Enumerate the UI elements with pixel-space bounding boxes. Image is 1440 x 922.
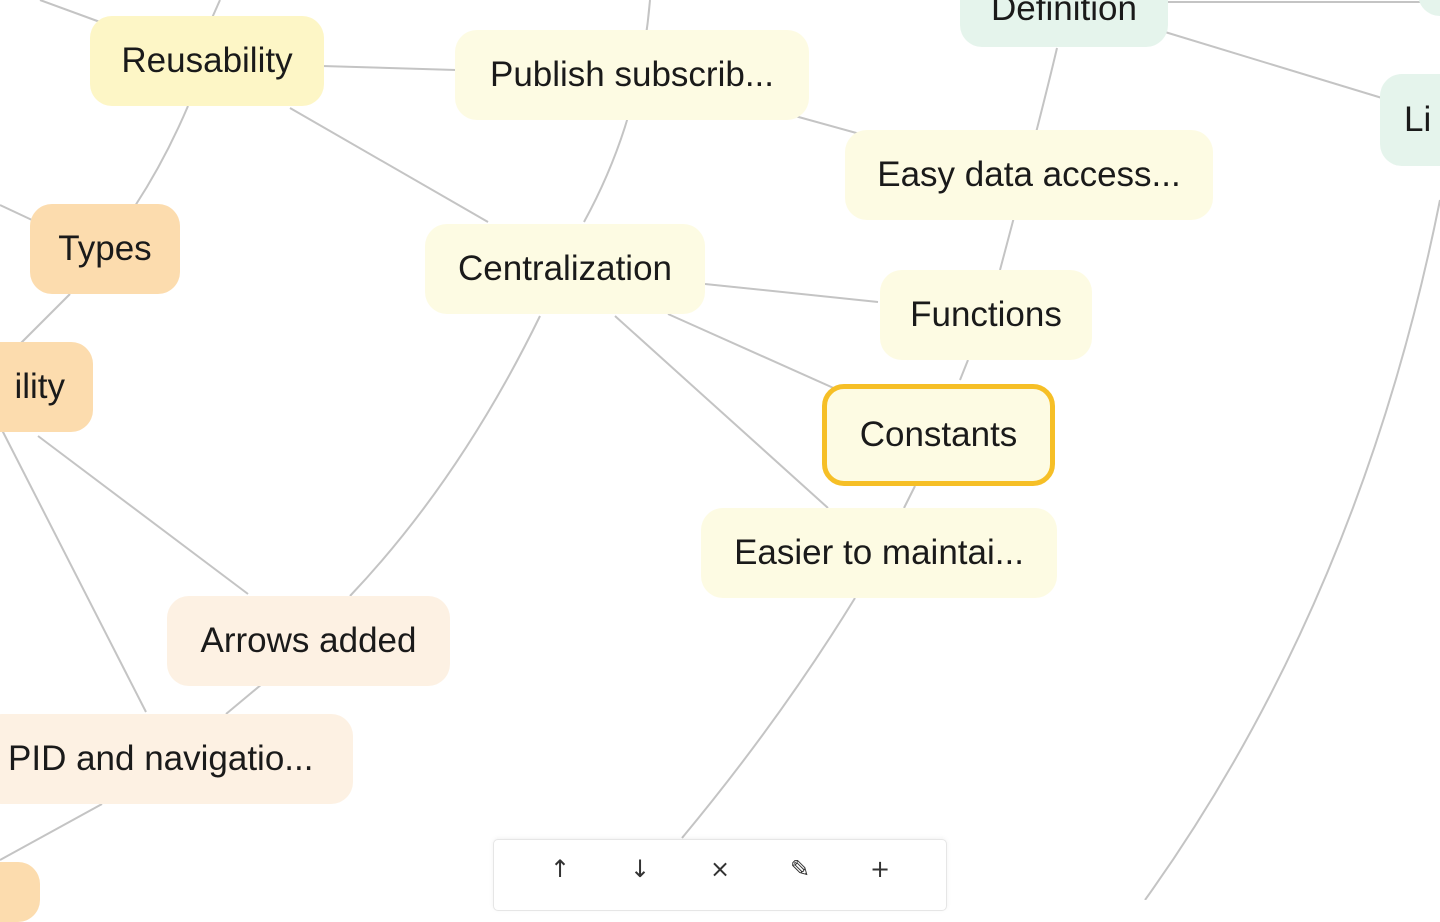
node-toolbar: ↑ ↓ × ✎ +: [494, 840, 946, 910]
node-label: Publish subscrib...: [489, 55, 775, 94]
node-label: Easy data access...: [877, 155, 1181, 194]
connector-line: [19, 293, 71, 345]
node-constants-selected[interactable]: Constants: [822, 384, 1055, 486]
node-li-partial[interactable]: Li: [1380, 74, 1440, 166]
node-ility-partial[interactable]: ility: [0, 342, 93, 432]
connector-line: [1144, 199, 1440, 900]
node-label: Functions: [910, 295, 1062, 334]
node-easy-data-access[interactable]: Easy data access...: [845, 130, 1213, 220]
node-definition[interactable]: Definition: [960, 0, 1168, 47]
node-label: Reusability: [121, 41, 293, 80]
connector-line: [349, 315, 541, 597]
move-up-button[interactable]: ↑: [520, 840, 600, 898]
connector-line: [0, 803, 103, 861]
node-publish-subscribe[interactable]: Publish subscrib...: [455, 30, 809, 120]
node-offscreen-partial[interactable]: [0, 862, 40, 922]
node-label: Types: [58, 229, 152, 268]
connector-line: [225, 683, 263, 715]
add-node-button[interactable]: +: [840, 840, 920, 898]
connector-line: [1164, 31, 1383, 99]
arrow-up-icon: ↑: [549, 855, 571, 883]
close-icon: ×: [709, 855, 731, 883]
connector-line: [134, 105, 189, 207]
connector-line: [681, 597, 856, 839]
plus-icon: +: [869, 855, 891, 883]
node-label: Constants: [859, 415, 1018, 454]
node-label: Centralization: [458, 249, 672, 288]
connector-line: [1, 429, 147, 713]
node-pid-navigation[interactable]: PID and navigatio...: [0, 714, 353, 804]
connector-line: [0, 204, 33, 221]
node-label: Definition: [991, 0, 1137, 28]
connector-line: [289, 107, 489, 223]
node-label: Easier to maintai...: [734, 533, 1024, 572]
connector-line: [614, 315, 829, 509]
connector-line: [321, 65, 457, 71]
connector-line: [211, 0, 221, 19]
node-label: ility: [14, 367, 65, 406]
node-types[interactable]: Types: [30, 204, 180, 294]
node-reusability[interactable]: Reusability: [90, 16, 324, 106]
node-easier-to-maintain[interactable]: Easier to maintai...: [701, 508, 1057, 598]
arrow-down-icon: ↓: [629, 855, 651, 883]
pencil-icon: ✎: [789, 855, 811, 883]
connector-line: [704, 283, 879, 303]
node-label: PID and navigatio...: [8, 739, 314, 778]
node-label: Arrows added: [200, 621, 417, 660]
connector-line: [39, 0, 101, 23]
move-down-button[interactable]: ↓: [600, 840, 680, 898]
connector-line: [794, 115, 861, 135]
connector-line: [903, 485, 916, 509]
delete-button[interactable]: ×: [680, 840, 760, 898]
connector-line: [37, 435, 249, 595]
node-label: Li: [1404, 100, 1432, 139]
node-functions[interactable]: Functions: [880, 270, 1092, 360]
node-arrows-added[interactable]: Arrows added: [167, 596, 450, 686]
edit-button[interactable]: ✎: [760, 840, 840, 898]
connector-line: [667, 313, 839, 391]
connector-line: [959, 359, 969, 381]
node-centralization[interactable]: Centralization: [425, 224, 705, 314]
